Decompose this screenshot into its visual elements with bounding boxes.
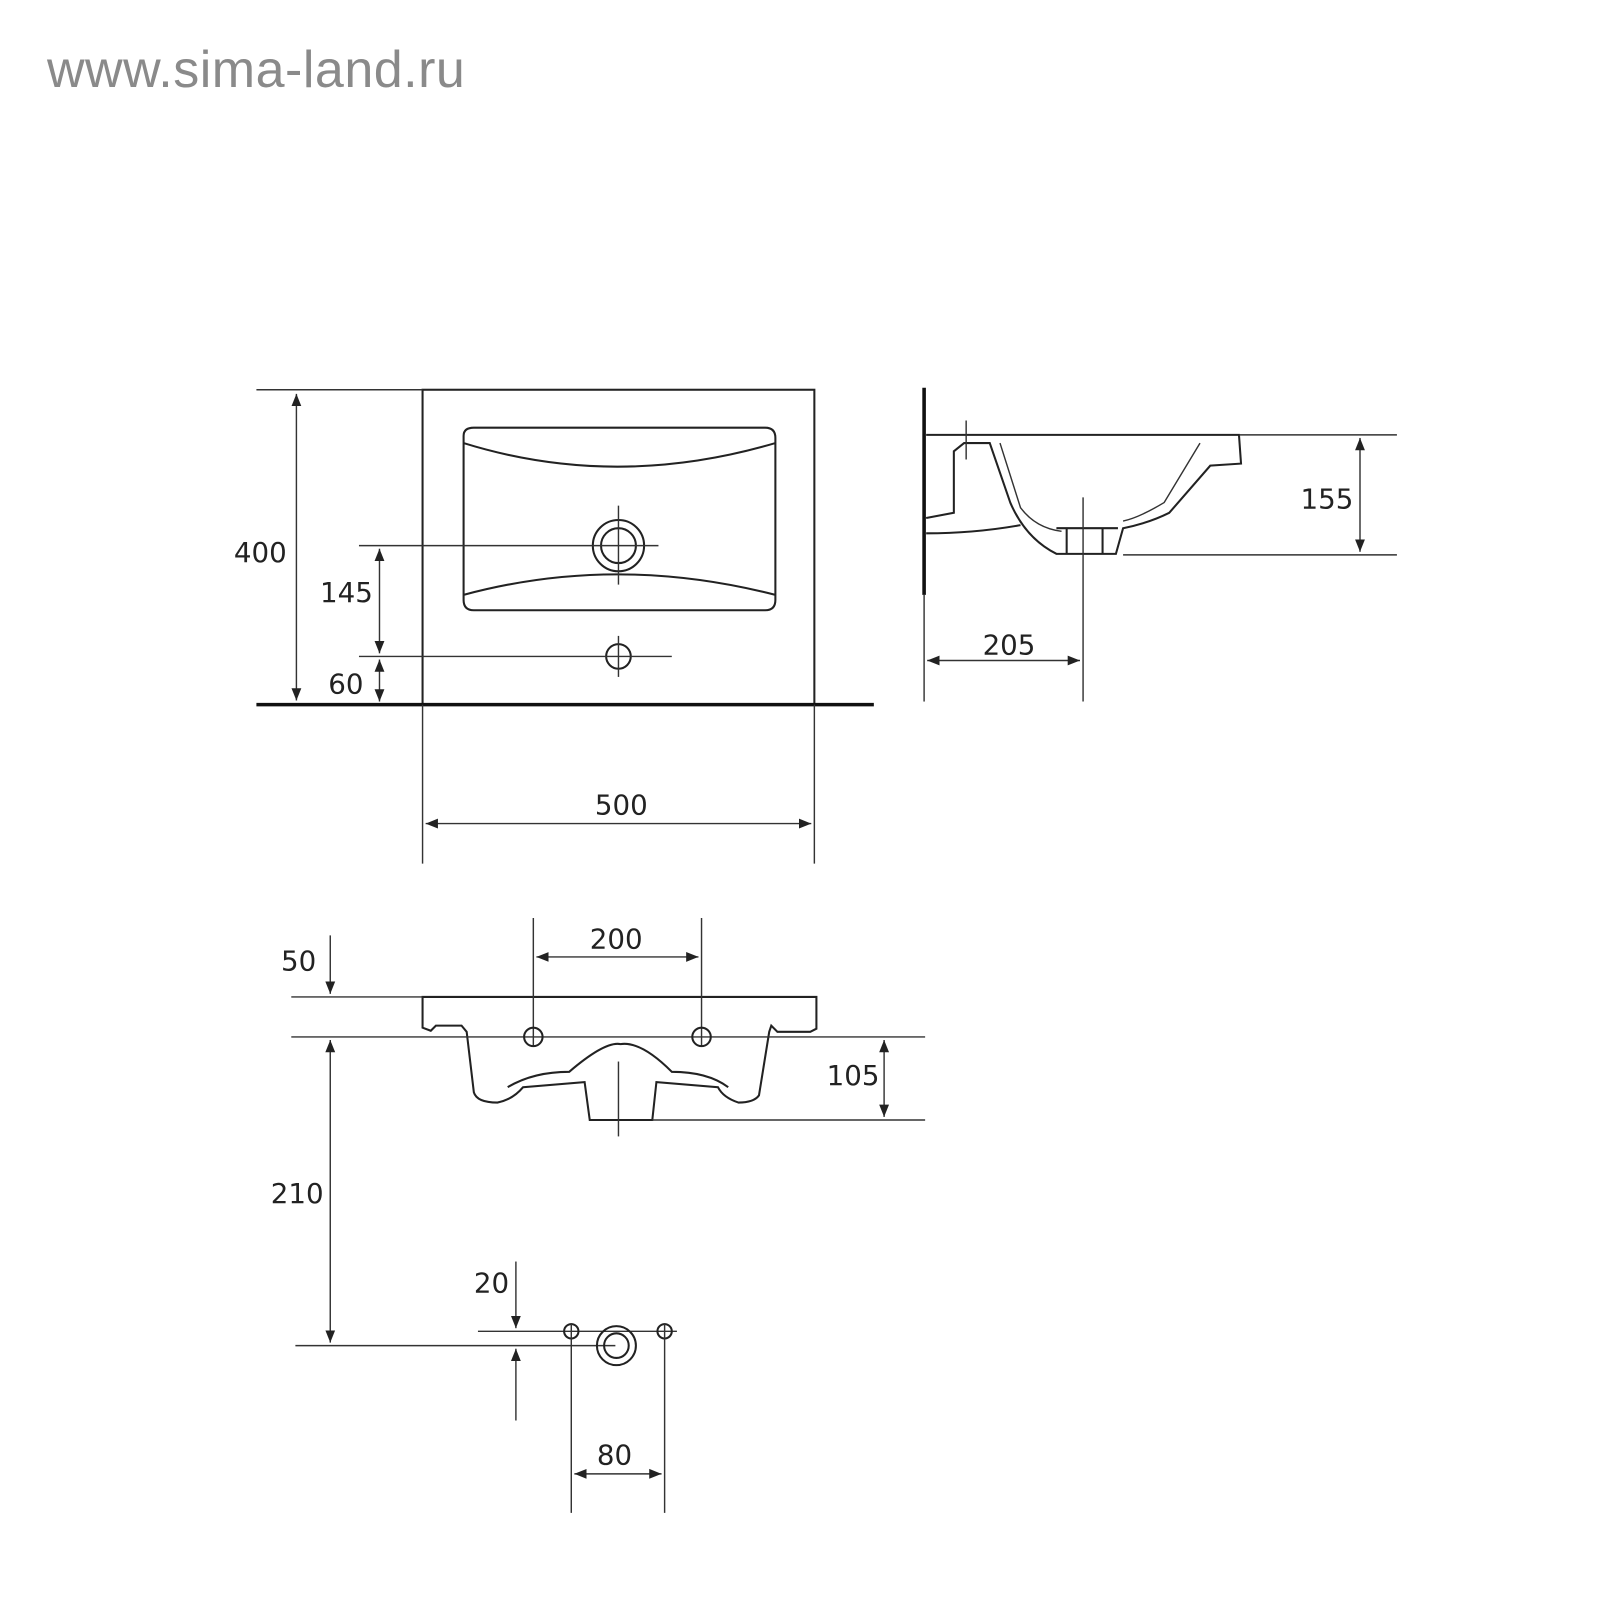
dim-overall-width: 500 (595, 788, 648, 821)
dim-rim-thickness: 50 (281, 944, 316, 977)
dim-wall-to-drain: 205 (983, 628, 1036, 661)
bracket-hole-left-icon (523, 1026, 544, 1048)
dim-outlet-offset: 20 (474, 1266, 509, 1299)
bowl-outline (462, 426, 777, 612)
outlet-icon (595, 1325, 637, 1367)
watermark: www.sima-land.ru (47, 41, 466, 99)
basin-section (925, 433, 1243, 555)
basin-front-outline (421, 995, 818, 1122)
dim-bracket-spacing: 200 (590, 923, 643, 956)
dim-bowl-depth: 105 (827, 1059, 880, 1092)
dim-bolt-spacing: 80 (597, 1439, 632, 1472)
side-view: 155 205 (922, 387, 1397, 702)
dim-overall-depth: 400 (234, 536, 287, 569)
dim-tap-to-drain: 145 (320, 576, 373, 609)
front-view: 200 50 105 210 20 80 (271, 917, 926, 1513)
dim-drain-to-front: 60 (328, 667, 363, 700)
bracket-hole-right-icon (691, 1026, 712, 1048)
dim-bowl-height: 155 (1301, 483, 1354, 516)
dim-rim-to-outlet: 210 (271, 1177, 324, 1210)
top-view: 400 145 60 500 (234, 388, 874, 864)
